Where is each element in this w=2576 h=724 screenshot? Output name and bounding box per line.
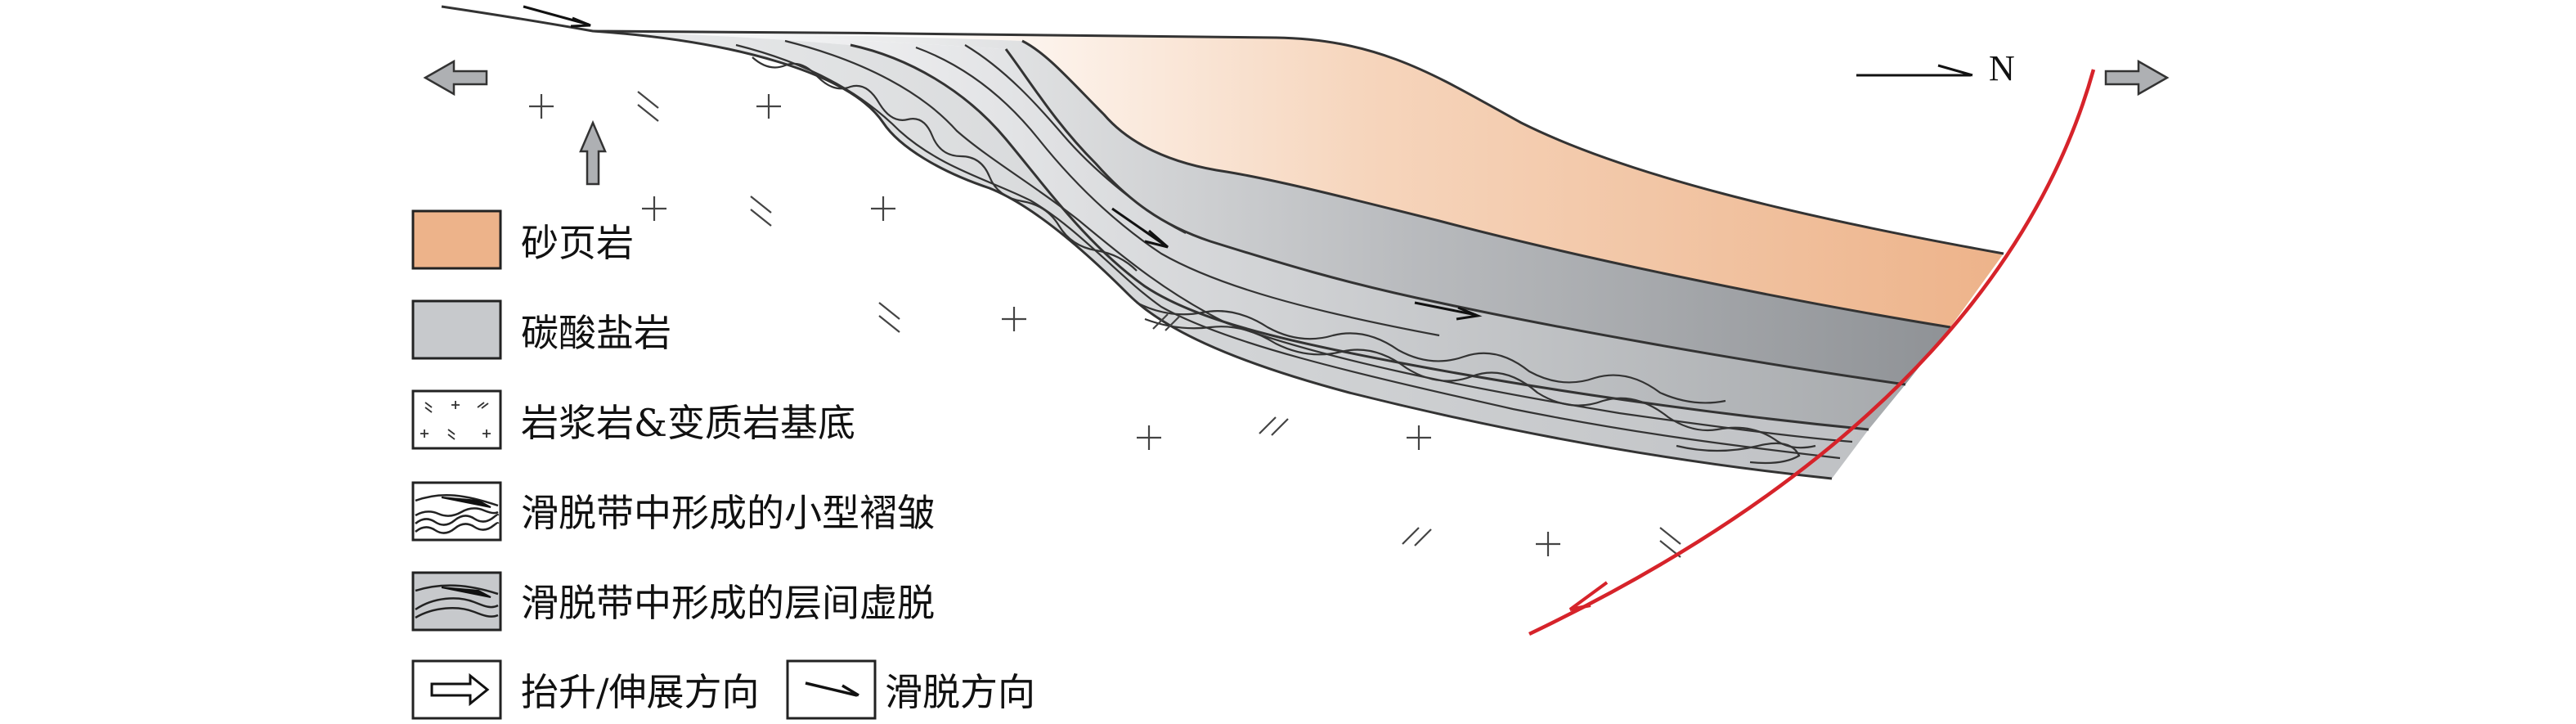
legend-label-small-folds: 滑脱带中形成的小型褶皱 bbox=[521, 491, 935, 535]
legend-swatch-carbonate bbox=[411, 299, 502, 360]
north-label: N bbox=[1989, 48, 2015, 88]
legend-swatch-small-folds bbox=[411, 481, 502, 542]
detachment-zone bbox=[593, 31, 1869, 479]
legend-swatch-detachment-direction bbox=[786, 659, 877, 720]
extension-arrow-left bbox=[423, 59, 488, 97]
uplift-arrow bbox=[579, 119, 607, 186]
layer-boundaries bbox=[441, 5, 2004, 480]
detachment-direction-arrows bbox=[523, 5, 1483, 321]
extension-arrow-right bbox=[2104, 59, 2170, 97]
small-folds bbox=[752, 56, 1816, 465]
carbonate-layer-upper bbox=[593, 31, 1950, 384]
normal-fault bbox=[1528, 69, 2096, 636]
legend-swatch-basement bbox=[411, 389, 502, 450]
legend: 砂页岩 碳酸盐岩 岩浆岩&变质岩基底 滑脱 bbox=[411, 209, 1035, 720]
legend-label-detachment-direction: 滑脱方向 bbox=[885, 670, 1035, 714]
legend-swatch-interlayer-detachment bbox=[411, 571, 502, 632]
legend-label-sandstone-shale: 砂页岩 bbox=[521, 221, 634, 265]
legend-swatch-uplift-extension bbox=[411, 659, 502, 720]
legend-label-basement: 岩浆岩&变质岩基底 bbox=[521, 401, 855, 445]
basement-symbols bbox=[529, 91, 1681, 558]
carbonate-layer-middle bbox=[593, 31, 1905, 429]
legend-swatch-sandstone-shale bbox=[411, 209, 502, 270]
sandstone-shale-layer bbox=[593, 31, 2004, 327]
legend-label-uplift-extension: 抬升/伸展方向 bbox=[521, 670, 760, 714]
legend-label-carbonate: 碳酸盐岩 bbox=[521, 311, 671, 355]
legend-label-interlayer-detachment: 滑脱带中形成的层间虚脱 bbox=[521, 581, 935, 625]
north-arrow bbox=[1856, 64, 1973, 77]
